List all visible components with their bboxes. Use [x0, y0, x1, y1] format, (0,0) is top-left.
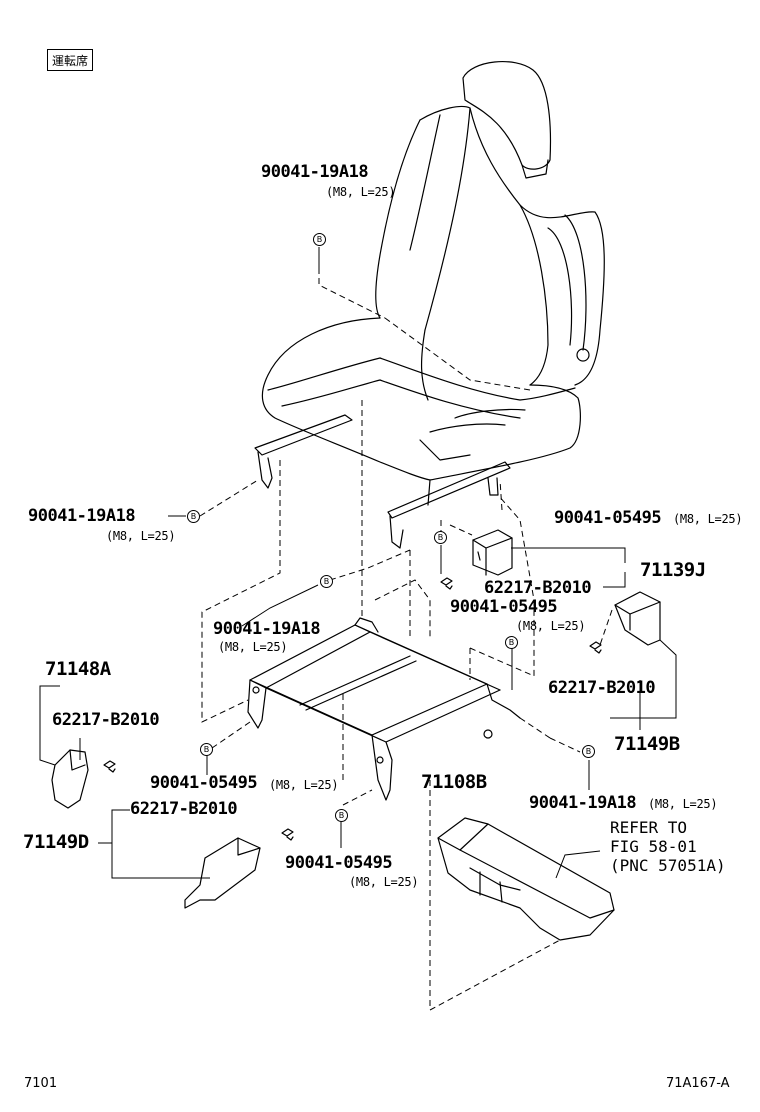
leader-lines: [39, 247, 677, 879]
callout-90041-05495-mid: 90041-05495: [450, 597, 558, 617]
reference-note-line3: (PNC 57051A): [610, 856, 726, 875]
callout-spec: (M8, L=25): [516, 619, 586, 633]
callout-62217-b2010: 62217-B2010: [52, 710, 160, 730]
bolt-marker-b: B: [434, 531, 447, 544]
illustration-code: 71A167-A: [666, 1076, 730, 1091]
control-module-57051a: [437, 817, 615, 941]
driver-seat-tag: 運転席: [47, 49, 94, 71]
callout-90041-19a18-right: 90041-19A18: [529, 793, 637, 813]
bolt-marker-b: B: [335, 809, 348, 822]
callout-62217-b2010: 62217-B2010: [484, 578, 592, 598]
callout-spec: (M8, L=25): [673, 512, 743, 526]
reference-note-line1: REFER TO: [610, 818, 688, 837]
bolt-marker-b: B: [313, 233, 326, 246]
callout-71139j: 71139J: [640, 559, 706, 581]
callout-90041-19a18-mid: 90041-19A18: [213, 619, 321, 639]
bolt-marker-b: B: [320, 575, 333, 588]
callout-71148a: 71148A: [45, 658, 111, 680]
figure-number: 7101: [24, 1076, 58, 1091]
callout-90041-05495-lower: 90041-05495: [150, 773, 258, 793]
reference-note-line2: FIG 58-01: [610, 837, 697, 856]
cover-71149d-upper: [51, 749, 89, 809]
bolt-marker-b: B: [187, 510, 200, 523]
seat-assembly-illustration: [254, 60, 605, 549]
bolt-marker-b: B: [200, 743, 213, 756]
callout-90041-05495-right: 90041-05495: [554, 508, 662, 528]
callout-spec: (M8, L=25): [106, 529, 176, 543]
callout-spec: (M8, L=25): [326, 185, 396, 199]
seat-adjuster-frame-illustration: [247, 617, 521, 801]
callout-spec: (M8, L=25): [349, 875, 419, 889]
inner-bracket-71139j: [472, 529, 513, 576]
callout-90041-19a18-left: 90041-19A18: [28, 506, 136, 526]
callout-62217-b2010: 62217-B2010: [130, 799, 238, 819]
callout-spec: (M8, L=25): [218, 640, 288, 654]
cover-71149d-lower: [184, 837, 261, 909]
bolt-marker-b: B: [505, 636, 518, 649]
callout-spec: (M8, L=25): [648, 797, 718, 811]
cover-71149b: [614, 591, 661, 646]
dashed-guide-lines: [199, 268, 613, 1011]
callout-90041-05495-bottom: 90041-05495: [285, 853, 393, 873]
callout-spec: (M8, L=25): [269, 778, 339, 792]
bolt-marker-b: B: [582, 745, 595, 758]
callout-71149d: 71149D: [23, 831, 89, 853]
fasteners: [103, 577, 602, 841]
callout-62217-b2010: 62217-B2010: [548, 678, 656, 698]
callout-71108b: 71108B: [421, 771, 487, 793]
callout-90041-19a18-top: 90041-19A18: [261, 162, 369, 182]
callout-71149b: 71149B: [614, 733, 680, 755]
